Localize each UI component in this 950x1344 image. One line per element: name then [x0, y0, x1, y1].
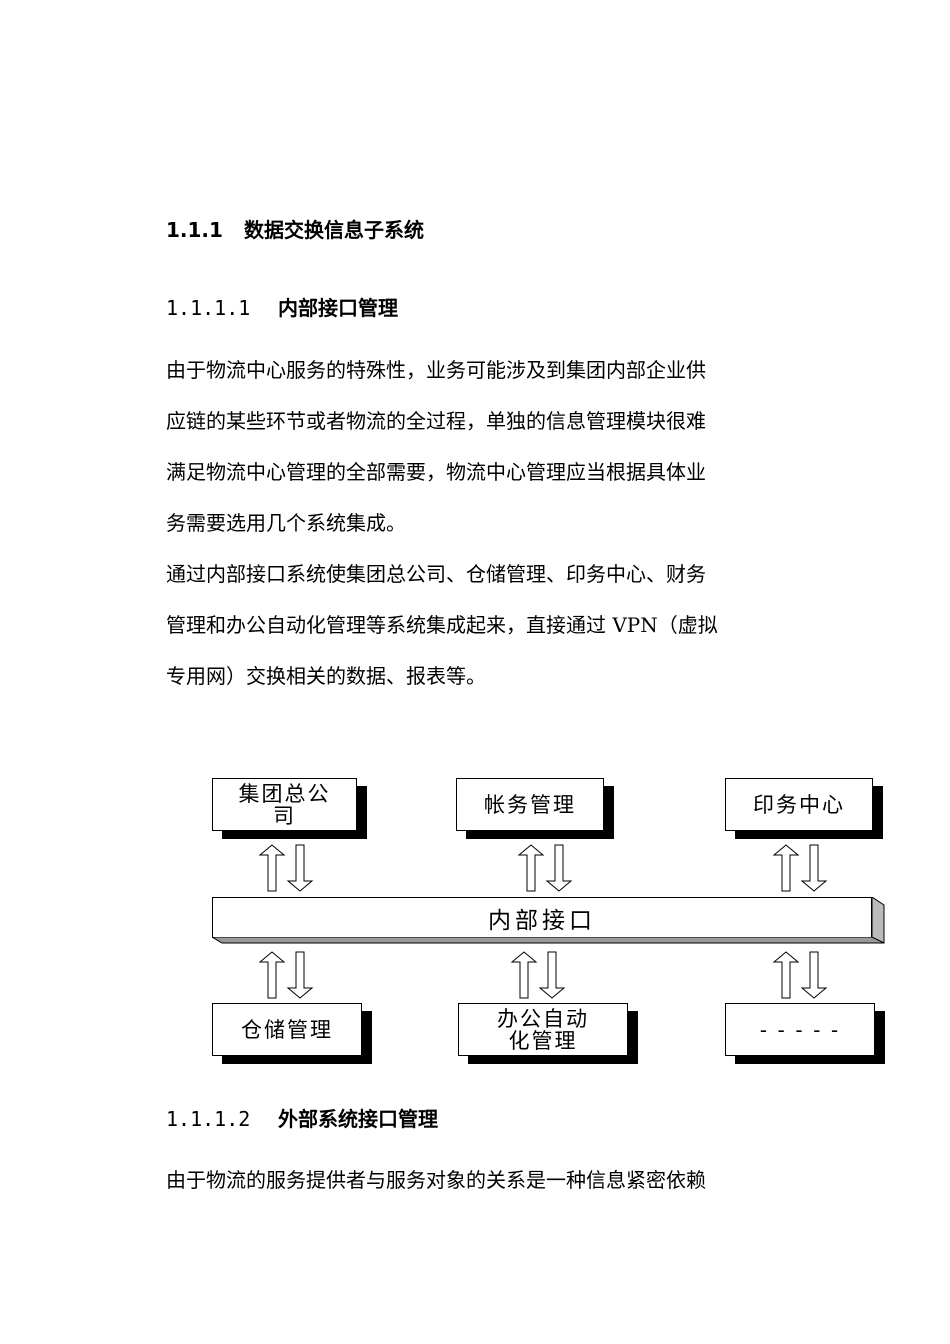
box-print-center: 印务中心 — [725, 778, 873, 831]
double-arrow-icon — [772, 951, 828, 999]
bar-3d-bottom — [212, 937, 885, 944]
section-number: 1.1.1 — [166, 218, 223, 242]
box-label: 办公自动 — [497, 1006, 589, 1031]
box-label: 化管理 — [508, 1028, 578, 1053]
double-arrow-icon — [258, 844, 314, 892]
internal-interface-bar: 内部接口 — [212, 897, 872, 938]
double-arrow-icon — [517, 844, 573, 892]
body-text-2: 由于物流的服务提供者与服务对象的关系是一种信息紧密依赖 — [166, 1155, 791, 1206]
box-label: - - - - - — [759, 1017, 841, 1042]
box-label: 印务中心 — [753, 792, 845, 817]
subsection-number-1: 1.1.1.1 — [166, 296, 251, 320]
paragraph-line: 专用网）交换相关的数据、报表等。 — [166, 664, 486, 688]
box-label: 仓储管理 — [241, 1017, 333, 1042]
box-accounting: 帐务管理 — [456, 778, 604, 831]
paragraph-line: 务需要选用几个系统集成。 — [166, 511, 406, 535]
double-arrow-icon — [510, 951, 566, 999]
paragraph-line: 管理和办公自动化管理等系统集成起来，直接通过 VPN（虚拟 — [166, 613, 718, 637]
paragraph-line: 应链的某些环节或者物流的全过程，单独的信息管理模块很难 — [166, 409, 706, 433]
subsection-heading-2: 1.1.1.2 外部系统接口管理 — [166, 1103, 438, 1132]
box-warehouse: 仓储管理 — [212, 1003, 362, 1056]
paragraph-line: 由于物流中心服务的特殊性，业务可能涉及到集团内部企业供 — [166, 358, 706, 382]
section-heading: 1.1.1 数据交换信息子系统 — [166, 214, 424, 243]
subsection-heading-1: 1.1.1.1 内部接口管理 — [166, 292, 398, 321]
subsection-number-2: 1.1.1.2 — [166, 1107, 251, 1131]
box-office-automation: 办公自动化管理 — [458, 1003, 628, 1056]
paragraph-line: 满足物流中心管理的全部需要，物流中心管理应当根据具体业 — [166, 460, 706, 484]
paragraph-line: 由于物流的服务提供者与服务对象的关系是一种信息紧密依赖 — [166, 1168, 706, 1192]
paragraph-line: 通过内部接口系统使集团总公司、仓储管理、印务中心、财务 — [166, 562, 706, 586]
section-title: 数据交换信息子系统 — [244, 218, 424, 242]
box-group-hq: 集团总公司 — [212, 778, 357, 831]
bar-label: 内部接口 — [488, 907, 596, 934]
subsection-title-1: 内部接口管理 — [278, 296, 398, 320]
box-label: 司 — [273, 803, 296, 828]
body-text: 由于物流中心服务的特殊性，业务可能涉及到集团内部企业供 应链的某些环节或者物流的… — [166, 345, 791, 702]
subsection-title-2: 外部系统接口管理 — [278, 1107, 438, 1131]
double-arrow-icon — [772, 844, 828, 892]
double-arrow-icon — [258, 951, 314, 999]
box-label: 集团总公 — [238, 781, 331, 806]
box-more: - - - - - — [725, 1003, 875, 1056]
box-label: 帐务管理 — [484, 792, 576, 817]
